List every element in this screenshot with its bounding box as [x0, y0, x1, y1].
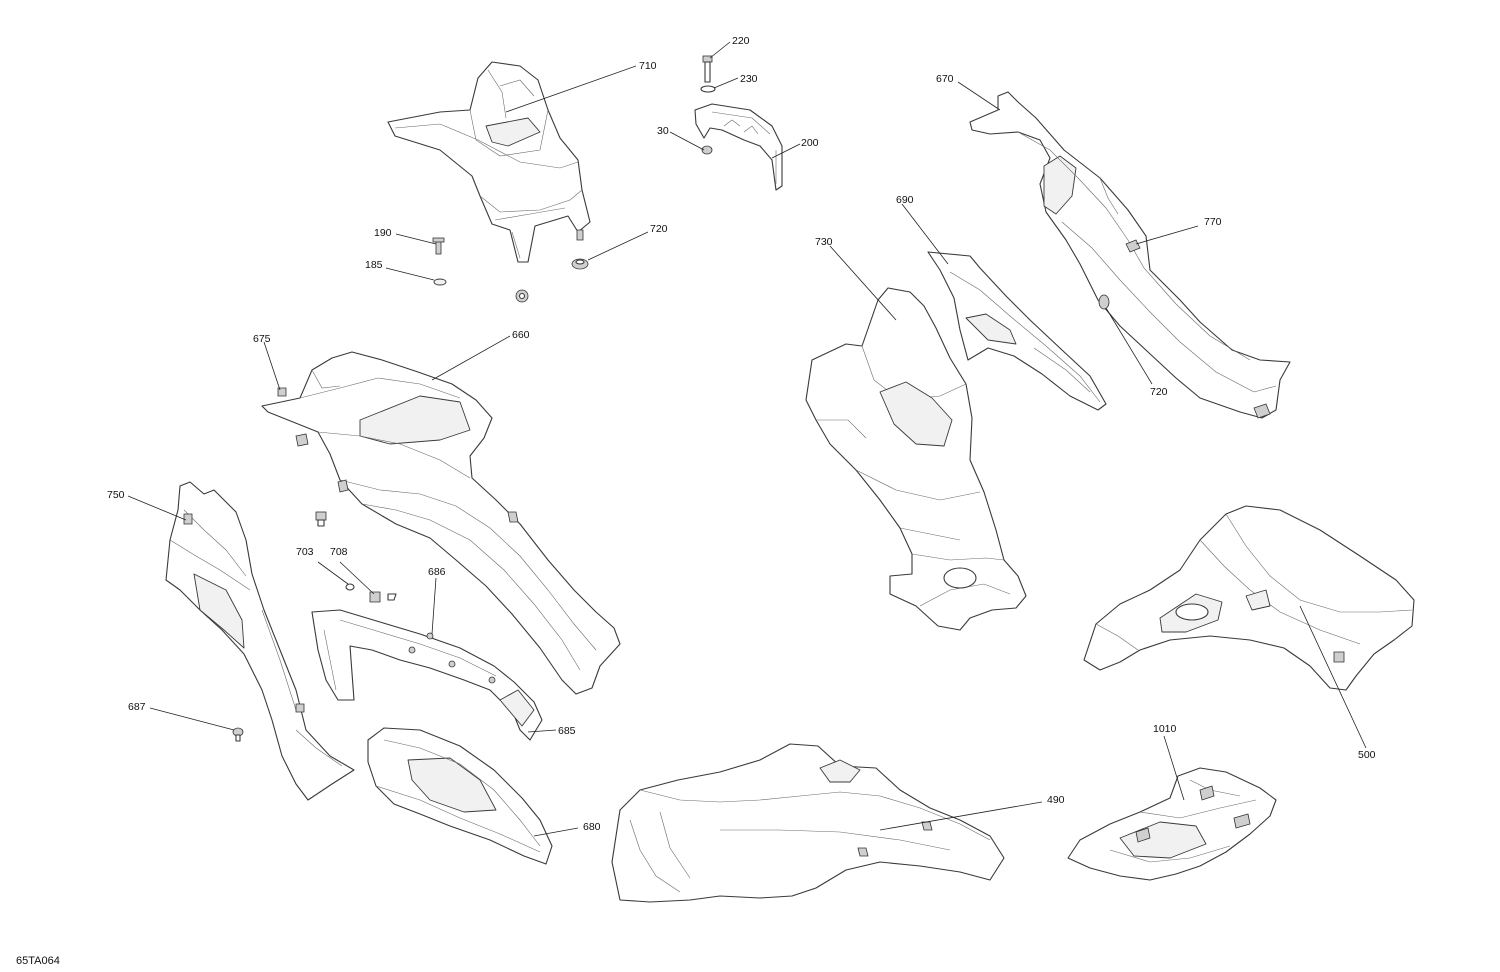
part-500-rear-fender — [1083, 505, 1415, 691]
callout-680: 680 — [583, 821, 601, 833]
leader-190 — [395, 233, 437, 245]
washer-185 — [433, 278, 447, 286]
callout-675: 675 — [253, 333, 271, 345]
screw-686 — [426, 632, 434, 640]
callout-770: 770 — [1204, 216, 1222, 228]
leader-750 — [127, 495, 187, 521]
callout-703: 703 — [296, 546, 314, 558]
callout-708: 708 — [330, 546, 348, 558]
callout-1010: 1010 — [1153, 723, 1177, 735]
leader-670 — [957, 81, 1001, 111]
leader-1010 — [1163, 735, 1185, 801]
part-685-lower-bracket — [311, 609, 543, 741]
leader-686 — [431, 577, 437, 635]
leader-490 — [879, 801, 1043, 831]
part-750-left-support — [165, 481, 355, 801]
leader-687 — [149, 707, 235, 731]
leader-200 — [771, 143, 801, 159]
clip-770 — [1125, 239, 1141, 253]
fastener-660-loose — [315, 511, 327, 527]
nut-703 — [345, 583, 355, 591]
clip-675 — [277, 387, 287, 397]
part-660-left-fender — [261, 351, 621, 695]
callout-710: 710 — [639, 60, 657, 72]
leader-690 — [901, 203, 949, 265]
leader-685 — [527, 729, 557, 733]
leader-675 — [263, 341, 281, 391]
callout-200: 200 — [801, 137, 819, 149]
part-670-side-rail — [969, 91, 1291, 419]
part-690-side-panel — [927, 251, 1107, 411]
part-490-front-fender — [611, 743, 1005, 903]
callout-690: 690 — [896, 194, 914, 206]
leader-660 — [431, 335, 511, 381]
diagram-reference-code: 65TA064 — [16, 955, 60, 967]
callout-686: 686 — [428, 566, 446, 578]
callout-750: 750 — [107, 489, 125, 501]
nut-bottom-710 — [515, 289, 529, 303]
callout-230: 230 — [740, 73, 758, 85]
part-1010-floor-tray — [1067, 767, 1277, 881]
callout-670: 670 — [936, 73, 954, 85]
leader-770 — [1135, 225, 1199, 245]
grommet-720-upper — [571, 258, 589, 270]
leader-680 — [533, 827, 579, 837]
callout-500: 500 — [1358, 749, 1376, 761]
part-680-footrest-left — [367, 727, 553, 865]
fastener-190 — [432, 237, 445, 255]
callout-490: 490 — [1047, 794, 1065, 806]
callout-730: 730 — [815, 236, 833, 248]
clip-708 — [369, 591, 397, 603]
callout-685: 685 — [558, 725, 576, 737]
leader-730 — [829, 245, 897, 321]
leader-lines — [127, 41, 1367, 837]
leader-500 — [1299, 605, 1367, 749]
washer-230 — [700, 85, 716, 93]
leader-185 — [385, 267, 435, 281]
leader-703 — [317, 561, 349, 585]
leader-720-right — [1105, 307, 1153, 385]
callout-185: 185 — [365, 259, 383, 271]
callout-labels: 220 230 710 30 200 670 690 770 730 190 7… — [107, 35, 1376, 833]
part-730-inner-panel — [805, 287, 1027, 631]
callout-30: 30 — [657, 125, 669, 137]
screw-687 — [232, 727, 244, 742]
callout-660: 660 — [512, 329, 530, 341]
leader-720-left — [587, 231, 649, 261]
callout-720-right: 720 — [1150, 386, 1168, 398]
callout-220: 220 — [732, 35, 750, 47]
leader-30 — [669, 131, 705, 151]
leader-230 — [713, 77, 739, 89]
part-710-front-fascia — [387, 61, 591, 263]
callout-720-left: 720 — [650, 223, 668, 235]
callout-190: 190 — [374, 227, 392, 239]
grommet-720-lower — [1098, 294, 1110, 310]
leader-708 — [339, 561, 375, 595]
callout-687: 687 — [128, 701, 146, 713]
bolt-220 — [702, 55, 713, 83]
nut-30 — [701, 145, 713, 155]
leader-220 — [709, 41, 731, 59]
leader-710 — [505, 65, 637, 113]
